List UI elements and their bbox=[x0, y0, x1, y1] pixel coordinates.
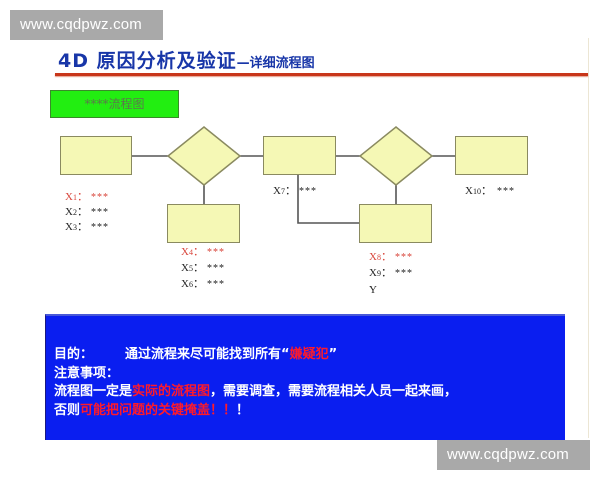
variable-y: Y bbox=[369, 284, 377, 296]
variable-x5: X5：*** bbox=[181, 262, 225, 274]
caution-line-2: 否则可能把问题的关键掩盖！！！ bbox=[54, 403, 250, 418]
caution-highlight-2: 可能把问题的关键掩盖！！ bbox=[80, 403, 237, 418]
title-underline bbox=[55, 73, 588, 76]
purpose-line: 目的：通过流程来尽可能找到所有“嫌疑犯” bbox=[54, 347, 338, 362]
variable-x1: X1：*** bbox=[65, 191, 109, 203]
caution-line-1: 流程图一定是实际的流程图，需要调查，需要流程相关人员一起来画， bbox=[54, 384, 458, 399]
decision-node-2 bbox=[358, 126, 434, 186]
decision-node-1 bbox=[166, 126, 242, 186]
watermark-bottom: www.cqdpwz.com bbox=[437, 440, 590, 470]
caution-highlight-1: 实际的流程图 bbox=[132, 384, 211, 399]
variable-x9: X9：*** bbox=[369, 267, 413, 279]
variable-x7: X7：*** bbox=[273, 185, 317, 197]
title-subtitle: —详细流程图 bbox=[236, 56, 315, 71]
page-title: 4D 原因分析及验证—详细流程图 bbox=[58, 46, 315, 73]
title-main: 4D 原因分析及验证 bbox=[58, 50, 237, 72]
flowchart-label: ****流程图 bbox=[50, 90, 179, 118]
variable-x3: X3：*** bbox=[65, 221, 109, 233]
purpose-label: 目的： bbox=[54, 347, 94, 362]
process-node-5 bbox=[455, 136, 528, 175]
process-node-4 bbox=[359, 204, 432, 243]
caution-label: 注意事项： bbox=[54, 366, 120, 381]
variable-x6: X6：*** bbox=[181, 278, 225, 290]
process-node-3 bbox=[263, 136, 336, 175]
variable-x10: X10：*** bbox=[465, 185, 515, 197]
purpose-text: 通过流程来尽可能找到所有“ bbox=[125, 347, 290, 362]
purpose-highlight: 嫌疑犯 bbox=[289, 347, 329, 362]
slide-border bbox=[588, 38, 589, 438]
watermark-top: www.cqdpwz.com bbox=[10, 10, 163, 40]
variable-x4: X4：*** bbox=[181, 246, 225, 258]
variable-x2: X2：*** bbox=[65, 206, 109, 218]
process-node-2 bbox=[167, 204, 240, 243]
notes-panel: 目的：通过流程来尽可能找到所有“嫌疑犯” 注意事项： 流程图一定是实际的流程图，… bbox=[45, 314, 565, 440]
process-node-1 bbox=[60, 136, 132, 175]
variable-x8: X8：*** bbox=[369, 251, 413, 263]
